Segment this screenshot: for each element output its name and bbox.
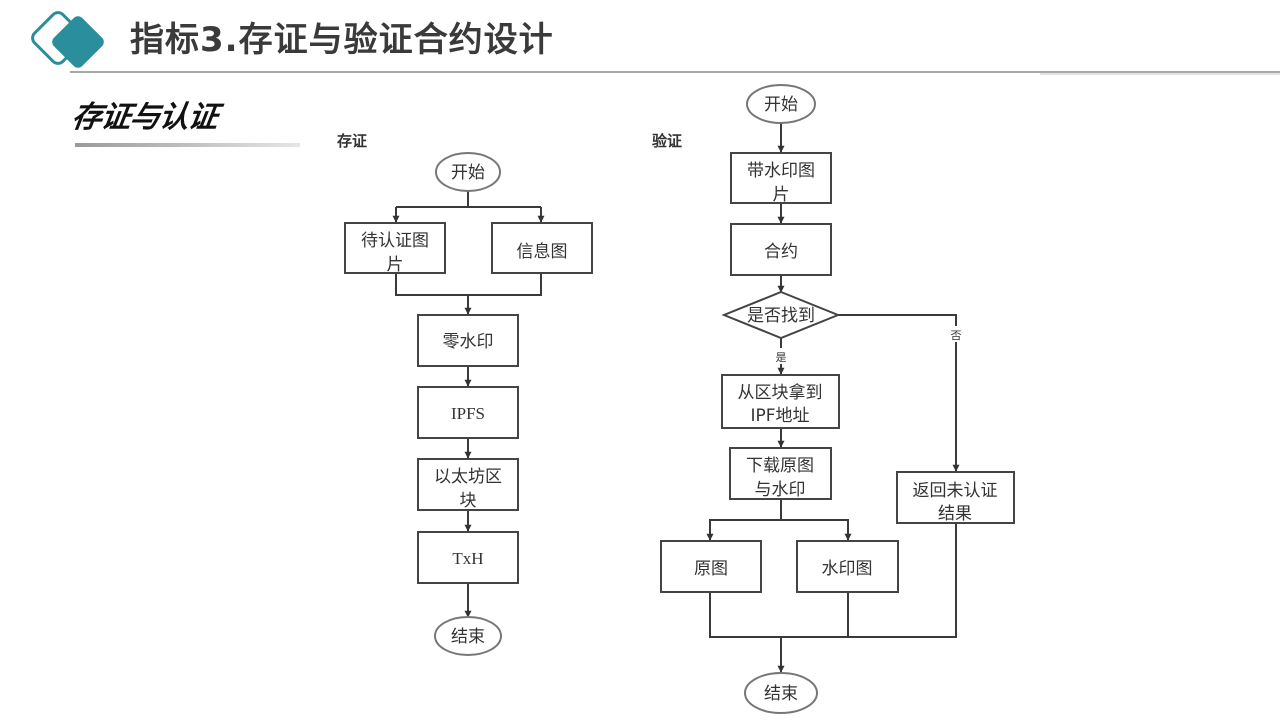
zero-watermark-text: 零水印 bbox=[443, 332, 494, 352]
txh-text: TxH bbox=[452, 549, 483, 568]
watermark-image-text: 水印图 bbox=[822, 559, 873, 579]
verify-diagram-label: 验证 bbox=[652, 132, 683, 150]
get-ipfs-address-text-line2: IPF地址 bbox=[750, 406, 809, 426]
ethereum-block-text-line1: 以太坊区 bbox=[434, 467, 502, 487]
verify-start-text: 开始 bbox=[764, 95, 798, 115]
deposit-end-node bbox=[434, 616, 502, 656]
verify-end-text: 结束 bbox=[764, 684, 798, 704]
section-underline bbox=[75, 143, 300, 147]
title-divider-shadow bbox=[1040, 73, 1280, 75]
original-image-text: 原图 bbox=[694, 559, 728, 579]
deposit-diagram-label: 存证 bbox=[337, 132, 368, 150]
ipfs-text: IPFS bbox=[451, 404, 485, 423]
yes-edge-label: 是 bbox=[776, 351, 787, 364]
found-decision-node bbox=[721, 290, 841, 340]
edge-download-split bbox=[706, 499, 782, 541]
found-decision-text: 是否找到 bbox=[747, 306, 815, 326]
download-node bbox=[729, 447, 832, 500]
deposit-start-text: 开始 bbox=[451, 163, 485, 183]
pending-image-node bbox=[344, 222, 446, 274]
txh-node bbox=[417, 531, 519, 584]
contract-text: 合约 bbox=[764, 242, 798, 262]
watermarked-image-text-line2: 片 bbox=[773, 185, 790, 205]
get-ipfs-address-node bbox=[721, 374, 840, 429]
logo-diamond-icon bbox=[31, 11, 104, 68]
deposit-end-text: 结束 bbox=[451, 627, 485, 647]
deposit-start-node bbox=[435, 152, 501, 192]
get-ipfs-address-text-line1: 从区块拿到 bbox=[738, 382, 823, 403]
info-image-text: 信息图 bbox=[517, 242, 568, 262]
deposit-flowchart bbox=[392, 190, 545, 618]
deposit-nodes: 开始 待认证图 片 信息图 零水印 IPFS 以太坊区 块 TxH 结束 bbox=[344, 152, 593, 656]
info-image-node bbox=[491, 222, 593, 274]
verify-start-node bbox=[746, 84, 816, 124]
watermark-image-node bbox=[796, 540, 899, 593]
original-image-node bbox=[660, 540, 762, 593]
return-unverified-text-line1: 返回未认证 bbox=[913, 481, 998, 501]
edge-merge bbox=[709, 523, 957, 638]
verify-flowchart bbox=[706, 122, 960, 673]
zero-watermark-node bbox=[417, 314, 519, 367]
ethereum-block-text-line2: 块 bbox=[460, 491, 477, 511]
contract-node bbox=[730, 223, 832, 276]
verify-end-node bbox=[744, 672, 818, 714]
pending-image-text-line2: 片 bbox=[387, 255, 404, 275]
return-unverified-text-line2: 结果 bbox=[938, 504, 972, 524]
pending-image-text-line1: 待认证图 bbox=[361, 231, 429, 251]
title-divider bbox=[70, 71, 1280, 73]
page-title: 指标3.存证与验证合约设计 bbox=[130, 20, 554, 60]
return-unverified-node bbox=[896, 471, 1015, 524]
download-text-line1: 下载原图 bbox=[746, 456, 814, 476]
ipfs-node bbox=[417, 386, 519, 439]
download-text-line2: 与水印 bbox=[755, 480, 806, 500]
no-edge-label: 否 bbox=[951, 329, 962, 342]
watermarked-image-node bbox=[730, 152, 832, 204]
edge-to-watermark-image bbox=[781, 519, 852, 541]
watermarked-image-text-line1: 带水印图 bbox=[747, 161, 815, 181]
ethereum-block-node bbox=[417, 458, 519, 511]
edge-pending-merge bbox=[395, 273, 542, 296]
verify-nodes: 开始 带水印图 片 合约 是否找到 是 否 从区块拿到 IPF地址 下载原图 与… bbox=[660, 84, 1015, 714]
edge-no bbox=[838, 314, 960, 472]
